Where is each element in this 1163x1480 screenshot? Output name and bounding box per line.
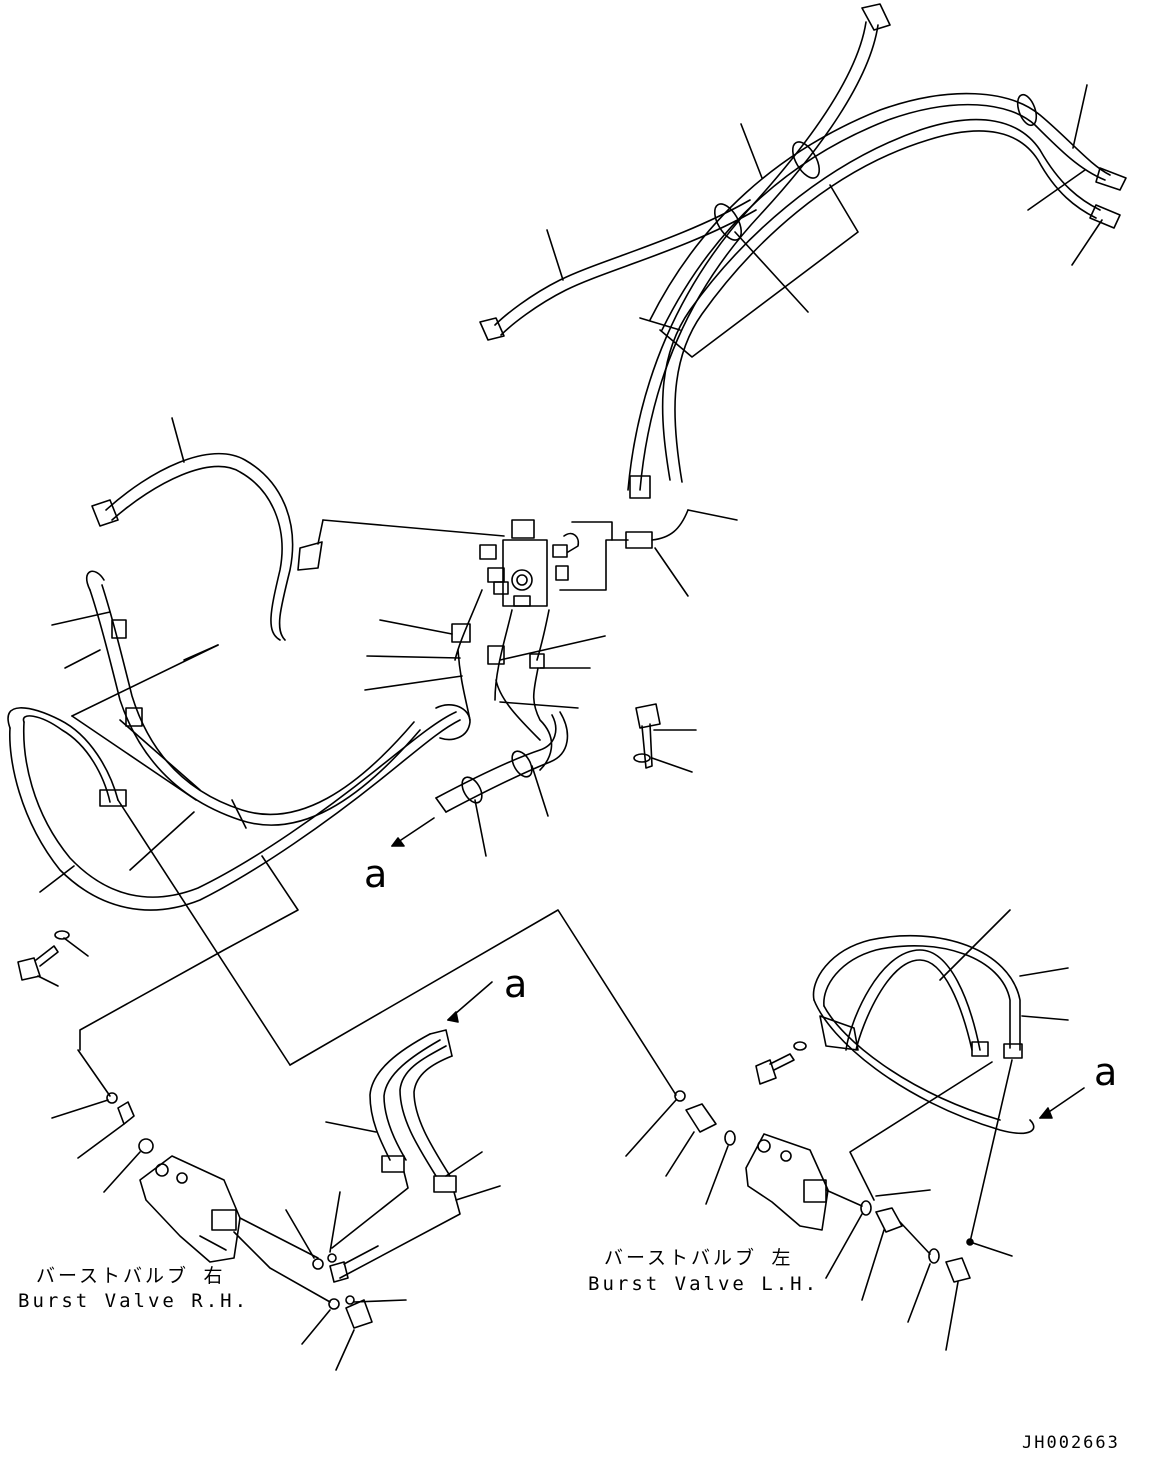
left-upper-hose bbox=[91, 417, 323, 641]
left-bolt-washer bbox=[17, 930, 89, 987]
center-bolt-washer bbox=[633, 703, 697, 773]
drawing-number: JH002663 bbox=[1022, 1433, 1120, 1453]
center-valve-block bbox=[317, 519, 629, 607]
caption-burst-valve-lh-jp: バーストバルブ 左 bbox=[604, 1247, 794, 1269]
caption-burst-valve-lh-en: Burst Valve L.H. bbox=[588, 1273, 820, 1295]
callout-a-upper: a bbox=[364, 852, 388, 896]
center-down-hoses bbox=[364, 589, 606, 771]
callout-a-middle: a bbox=[504, 962, 528, 1006]
burst-valve-rh-group bbox=[51, 909, 677, 1371]
caption-burst-valve-rh-jp: バーストバルブ 右 bbox=[36, 1265, 226, 1287]
left-loop-hoses bbox=[7, 570, 471, 1066]
burst-valve-lh-group bbox=[625, 909, 1085, 1351]
caption-burst-valve-rh-en: Burst Valve R.H. bbox=[18, 1290, 250, 1312]
upper-hose-bundle bbox=[479, 3, 1127, 597]
callout-a-right: a bbox=[1094, 1050, 1118, 1094]
center-elbow bbox=[391, 711, 569, 857]
